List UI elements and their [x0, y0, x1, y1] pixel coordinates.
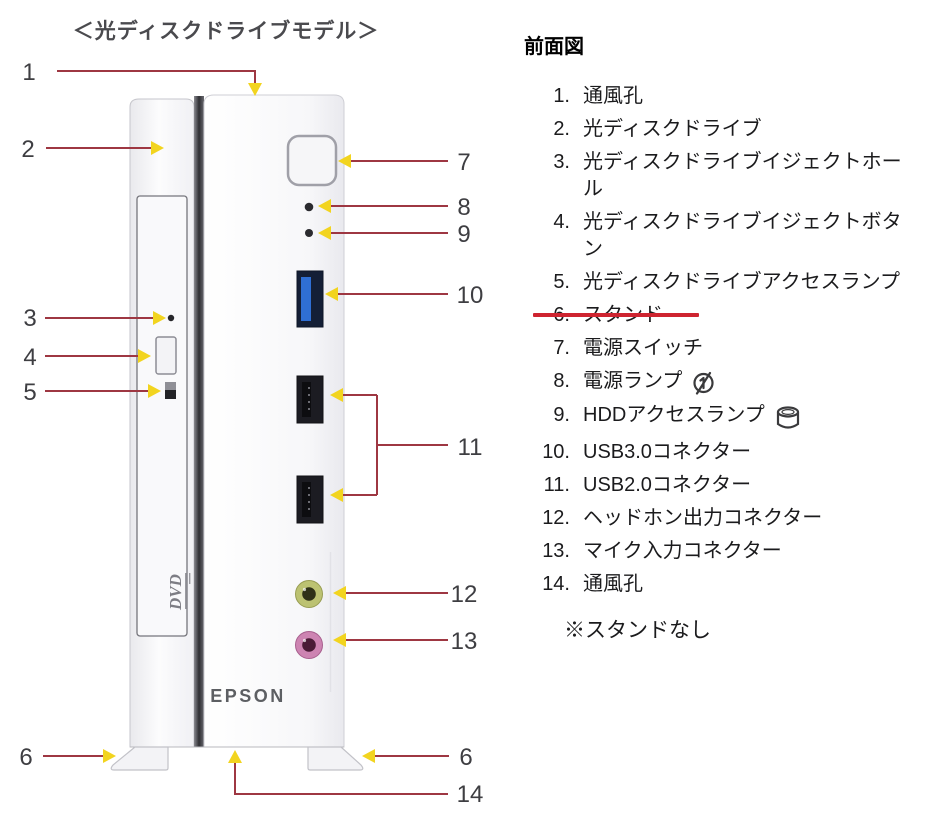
item-number: 11.: [543, 474, 570, 496]
legend-item-14: 14. 通風孔: [520, 571, 944, 598]
drive-access-lamp: [165, 382, 176, 399]
hdd-access-lamp: [305, 229, 313, 237]
item-number: 5.: [553, 271, 570, 293]
item-label: HDDアクセスランプ: [583, 404, 765, 426]
strikethrough-line: [533, 313, 699, 317]
item-label: 通風孔: [583, 85, 643, 107]
usb3-port: [296, 270, 324, 328]
legend-item-11: 11. USB2.0コネクター: [520, 472, 944, 499]
legend-item-8: 8. 電源ランプ: [520, 368, 944, 396]
legend: 前面図 1. 通風孔 2. 光ディスクドライブ 3. 光ディスクドライブイジェク…: [520, 30, 944, 644]
svg-text:6: 6: [19, 744, 32, 771]
item-number: 4.: [553, 211, 570, 233]
callout-2: 2: [21, 136, 164, 163]
legend-item-1: 1. 通風孔: [520, 83, 944, 110]
svg-text:5: 5: [23, 379, 36, 406]
hdd-icon: [776, 406, 799, 429]
item-label: 光ディスクドライブイジェクトホール: [583, 151, 902, 200]
legend-item-7: 7. 電源スイッチ: [520, 335, 944, 362]
svg-text:4: 4: [23, 344, 36, 371]
item-number: 8.: [553, 370, 570, 392]
item-label: 光ディスクドライブ: [583, 118, 762, 140]
legend-item-6: 6. スタンド: [520, 302, 944, 329]
power-lamp: [304, 202, 314, 212]
svg-text:7: 7: [457, 149, 470, 176]
callout-12: 12: [333, 581, 477, 608]
power-lamp-icon: [693, 371, 715, 395]
item-label: 光ディスクドライブアクセスランプ: [583, 271, 900, 293]
item-label: 電源ランプ: [583, 370, 683, 392]
svg-text:14: 14: [457, 781, 484, 808]
item-number: 3.: [553, 151, 570, 173]
optical-drive-tower: DVD: [129, 98, 195, 748]
right-foot: [307, 746, 364, 771]
callout-9: 9: [318, 221, 471, 248]
svg-text:13: 13: [451, 628, 478, 655]
callout-13: 13: [333, 628, 477, 655]
item-number: 10.: [542, 441, 570, 463]
legend-item-9: 9. HDDアクセスランプ: [520, 402, 944, 433]
callout-1: 1: [22, 59, 262, 96]
main-body: EPSON: [203, 94, 345, 748]
no-stand-note: ※スタンドなし: [564, 619, 711, 642]
callout-6-right: 6: [362, 744, 473, 771]
usb2-port-2: [296, 475, 324, 524]
callout-5: 5: [23, 379, 161, 406]
callout-4: 4: [23, 344, 151, 371]
callout-14: 14: [228, 750, 483, 808]
item-label: USB3.0コネクター: [583, 441, 752, 463]
item-label: 電源スイッチ: [583, 337, 703, 359]
epson-logo: EPSON: [210, 686, 286, 706]
callout-10: 10: [325, 282, 483, 309]
svg-text:10: 10: [457, 282, 484, 309]
diagram-title: ＜光ディスクドライブモデル＞: [73, 19, 380, 43]
front-view-diagram: ＜光ディスクドライブモデル＞ DVD: [19, 19, 483, 808]
item-number: 2.: [553, 118, 570, 140]
mic-jack: [295, 631, 323, 659]
item-label: ヘッドホン出力コネクター: [583, 507, 823, 529]
usb2-port-1: [296, 375, 324, 424]
legend-item-12: 12. ヘッドホン出力コネクター: [520, 505, 944, 532]
legend-heading: 前面図: [524, 36, 584, 58]
headphone-jack: [295, 580, 323, 608]
svg-text:11: 11: [458, 434, 483, 461]
item-number: 12.: [542, 507, 570, 529]
item-label: USB2.0コネクター: [583, 474, 752, 496]
legend-item-4: 4. 光ディスクドライブイジェクトボタン: [520, 209, 944, 263]
eject-button: [155, 336, 177, 375]
legend-item-5: 5. 光ディスクドライブアクセスランプ: [520, 269, 944, 296]
item-number: 1.: [553, 85, 570, 107]
callout-7: 7: [338, 149, 471, 176]
tower-body-gap: [194, 96, 204, 747]
legend-item-3: 3. 光ディスクドライブイジェクトホール: [520, 149, 944, 203]
item-label: マイク入力コネクター: [583, 540, 782, 562]
svg-text:12: 12: [451, 581, 478, 608]
dvd-logo: DVD: [166, 573, 191, 611]
item-number: 13.: [542, 540, 570, 562]
svg-text:9: 9: [457, 221, 470, 248]
callout-8: 8: [318, 194, 471, 221]
left-foot: [110, 746, 169, 771]
svg-text:DVD: DVD: [166, 574, 185, 611]
svg-text:8: 8: [457, 194, 470, 221]
item-number: 14.: [542, 573, 570, 595]
power-button: [286, 134, 338, 187]
callout-11: 11: [330, 388, 482, 502]
svg-text:6: 6: [459, 744, 472, 771]
item-label: 通風孔: [583, 573, 643, 595]
svg-text:2: 2: [21, 136, 34, 163]
item-label: 光ディスクドライブイジェクトボタン: [583, 211, 902, 260]
svg-text:1: 1: [22, 59, 35, 86]
item-number: 7.: [553, 337, 570, 359]
legend-item-10: 10. USB3.0コネクター: [520, 439, 944, 466]
callout-3: 3: [23, 305, 166, 332]
callout-6-left: 6: [19, 744, 116, 771]
legend-item-13: 13. マイク入力コネクター: [520, 538, 944, 565]
svg-text:3: 3: [23, 305, 36, 332]
drive-tray-door: [136, 195, 188, 637]
item-number: 9.: [553, 404, 570, 426]
legend-item-2: 2. 光ディスクドライブ: [520, 116, 944, 143]
eject-hole: [167, 314, 175, 322]
